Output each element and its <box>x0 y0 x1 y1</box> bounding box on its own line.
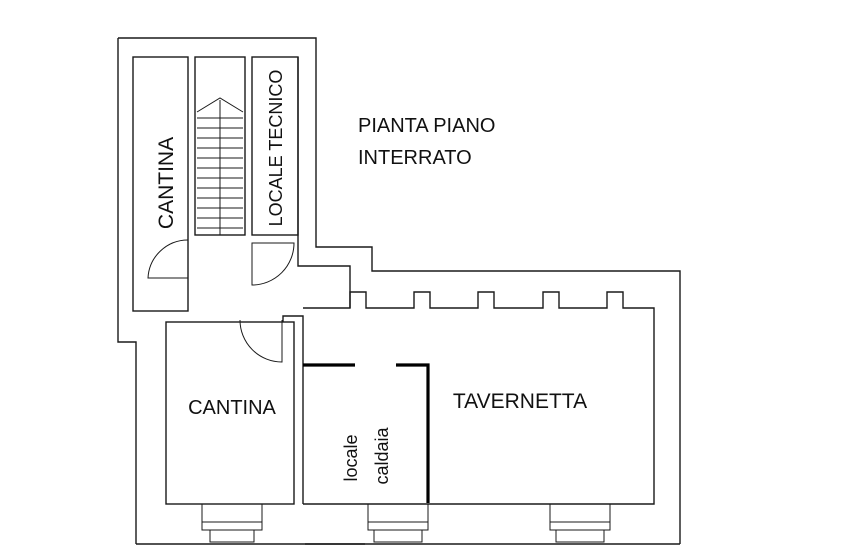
door-arcs <box>147 239 295 363</box>
room-label-caldaia: caldaia <box>372 426 392 484</box>
boiler-room-walls <box>303 363 430 503</box>
outer-wall <box>117 37 681 545</box>
staircase <box>196 97 244 235</box>
room-label-tavernetta: TAVERNETTA <box>453 390 587 413</box>
plan-title-line2: INTERRATO <box>358 147 472 169</box>
room-label-locale-tecnico: LOCALE TECNICO <box>266 70 286 227</box>
plan-title-line1: PIANTA PIANO <box>358 115 495 137</box>
tavernetta-walls <box>303 291 655 505</box>
room-label-locale: locale <box>341 434 361 481</box>
room-label-cantina-upper: CANTINA <box>155 137 178 229</box>
light-wells <box>201 503 611 543</box>
room-label-cantina-lower: CANTINA <box>188 397 276 419</box>
